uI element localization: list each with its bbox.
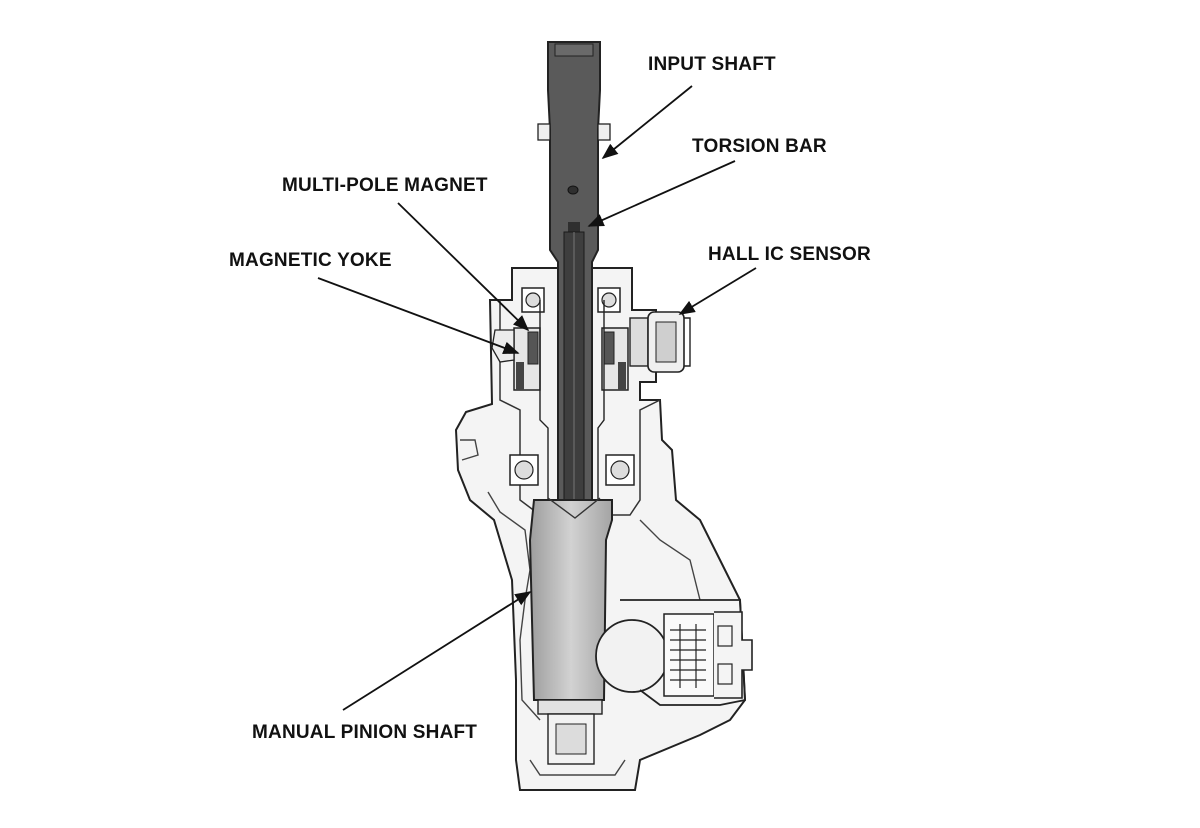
label-hall-ic-sensor: HALL IC SENSOR	[708, 244, 871, 265]
leader-magnetic-yoke	[317, 277, 520, 354]
manual-pinion-shaft-body	[528, 499, 613, 701]
leader-torsion-bar	[587, 160, 736, 227]
leader-multi-pole-magnet	[397, 202, 530, 332]
leader-hall-ic-sensor	[678, 267, 757, 315]
leader-input-shaft	[601, 85, 693, 160]
label-input-shaft: INPUT SHAFT	[648, 54, 776, 75]
label-torsion-bar: TORSION BAR	[692, 136, 827, 157]
label-manual-pinion-shaft: MANUAL PINION SHAFT	[252, 722, 478, 743]
leader-manual-pinion-shaft	[342, 591, 532, 711]
label-multi-pole-magnet: MULTI-POLE MAGNET	[282, 175, 488, 196]
label-magnetic-yoke: MAGNETIC YOKE	[229, 250, 392, 271]
